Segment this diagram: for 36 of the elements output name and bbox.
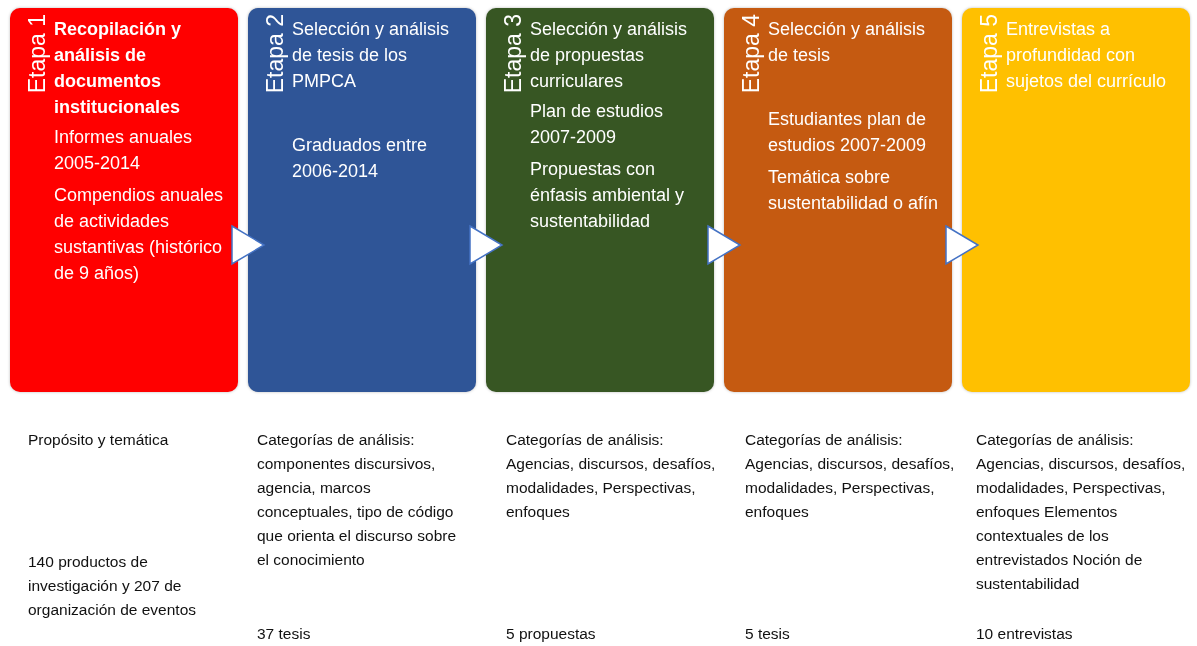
annotation-text: Categorías de análisis: Agencias, discursos, desafíos, modalidades, Perspectivas, enfoques bbox=[506, 430, 716, 522]
stage-detail: Informes anuales 2005-2014 bbox=[54, 126, 194, 175]
stage-box bbox=[10, 8, 238, 392]
arrow bbox=[945, 224, 980, 266]
arrow bbox=[707, 224, 742, 266]
annotation-text: 5 propuestas bbox=[506, 624, 597, 644]
stage-title: Recopilación y análisis de documentos institucionales bbox=[54, 18, 183, 119]
arrow bbox=[469, 224, 504, 266]
annotation-text: Categorías de análisis: Agencias, discursos, desafíos, modalidades, Perspectivas, enfoques bbox=[745, 430, 955, 522]
arrow bbox=[231, 224, 266, 266]
stage-box bbox=[724, 8, 952, 392]
stage-number: Etapa 3 bbox=[500, 14, 526, 94]
stage-number: Etapa 2 bbox=[262, 14, 288, 94]
stage-number: Etapa 5 bbox=[976, 14, 1002, 94]
annotation-text: 10 entrevistas bbox=[976, 624, 1074, 644]
stage-title: Selección y análisis de tesis bbox=[768, 18, 927, 67]
stage-title: Selección y análisis de tesis de los PMPCA bbox=[292, 18, 451, 93]
annotation-text: 140 productos de investigación y 207 de organización de eventos bbox=[28, 552, 198, 620]
stage-title: Selección y análisis de propuestas curriculares bbox=[530, 18, 689, 93]
annotation-text: 37 tesis bbox=[257, 624, 312, 644]
stage-detail: Plan de estudios 2007-2009 bbox=[530, 100, 665, 149]
stage-box bbox=[248, 8, 476, 392]
stage-detail: Estudiantes plan de estudios 2007-2009 bbox=[768, 108, 928, 157]
stage-detail: Propuestas con énfasis ambiental y sustentabilidad bbox=[530, 158, 686, 233]
stage-title: Entrevistas a profundidad con sujetos del currículo bbox=[1006, 18, 1168, 93]
annotation-text: Categorías de análisis: Agencias, discursos, desafíos, modalidades, Perspectivas, enfoques Elementos contextuales de los entrevistados Noción de sustentabilidad bbox=[976, 430, 1187, 594]
stage-number: Etapa 4 bbox=[738, 14, 764, 94]
stage-detail: Graduados entre 2006-2014 bbox=[292, 134, 429, 183]
stage-detail: Compendios anuales de actividades sustantivas (histórico de 9 años) bbox=[54, 184, 225, 285]
annotation-text: Propósito y temática bbox=[28, 430, 170, 450]
annotation-text: Categorías de análisis: componentes discursivos, agencia, marcos conceptuales, tipo de código que orienta el discurso sobre el conocimiento bbox=[257, 430, 457, 570]
stage-box bbox=[962, 8, 1190, 392]
stage-box bbox=[486, 8, 714, 392]
stage-number: Etapa 1 bbox=[24, 14, 50, 94]
annotation-text: 5 tesis bbox=[745, 624, 791, 644]
stage-detail: Temática sobre sustentabilidad o afín bbox=[768, 166, 940, 215]
